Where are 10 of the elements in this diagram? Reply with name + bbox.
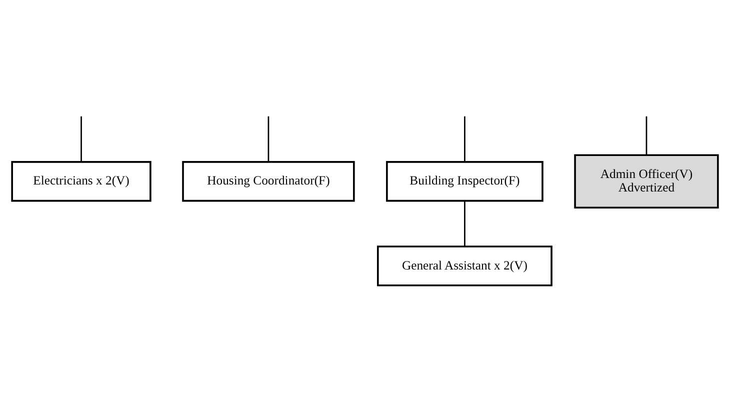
connector bbox=[268, 116, 270, 162]
connector bbox=[464, 116, 466, 162]
node-box: General Assistant x 2(V) bbox=[376, 246, 552, 286]
connector bbox=[646, 116, 648, 155]
node-box: Admin Officer(V) Advertized bbox=[574, 154, 719, 209]
connector bbox=[464, 201, 466, 246]
connector bbox=[80, 116, 82, 162]
node-box: Housing Coordinator(F) bbox=[182, 161, 355, 202]
node-box: Building Inspector(F) bbox=[386, 161, 544, 202]
node-box: Electricians x 2(V) bbox=[11, 161, 152, 202]
